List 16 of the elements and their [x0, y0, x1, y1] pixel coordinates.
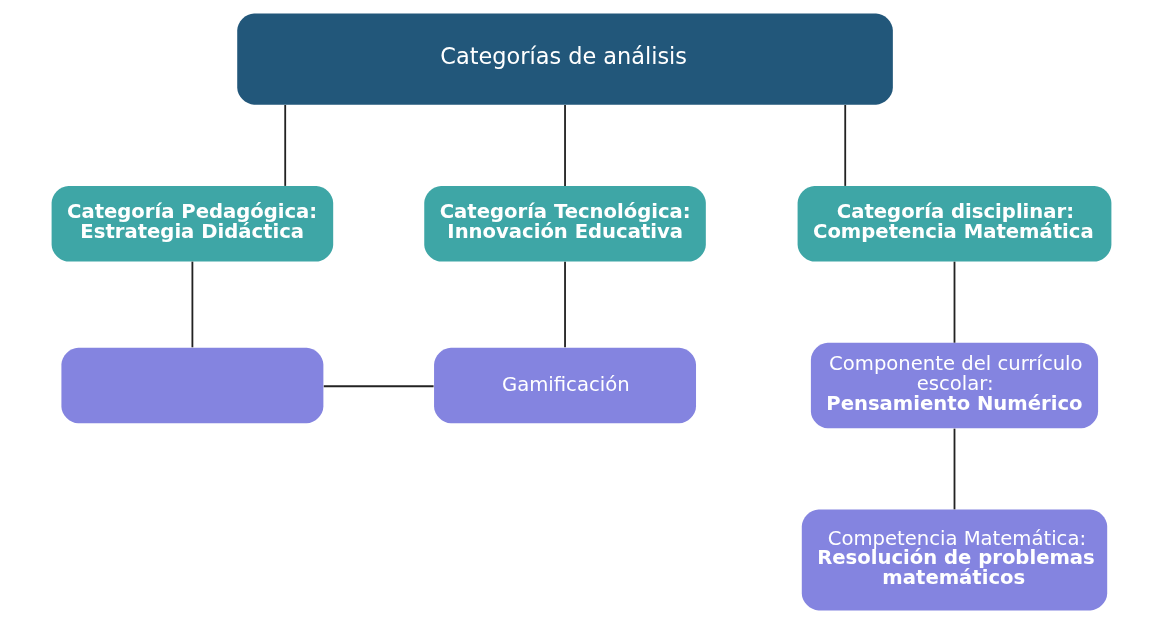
node-box: Categoría Tecnológica: Innovación Educativa [423, 185, 706, 262]
node-box: Categoría Pedagógica: Estrategia Didáctica [51, 185, 333, 262]
connector [322, 385, 434, 388]
connector [843, 104, 846, 187]
connector [283, 104, 286, 187]
node-box: Componente del currículo escolar: Pensamiento Numérico [810, 342, 1098, 429]
node-box: Gamificación [433, 347, 696, 424]
connector [191, 260, 193, 349]
connector [953, 260, 955, 344]
node-box [60, 347, 323, 424]
node-box: Competencia Matemática: Resolución de problemas matemáticos [801, 509, 1107, 611]
connector [563, 260, 566, 349]
connector [953, 427, 955, 511]
node-box: Categoría disciplinar: Competencia Matemática [797, 185, 1111, 262]
node-box: Categorías de análisis [236, 13, 893, 105]
connector [563, 104, 566, 187]
